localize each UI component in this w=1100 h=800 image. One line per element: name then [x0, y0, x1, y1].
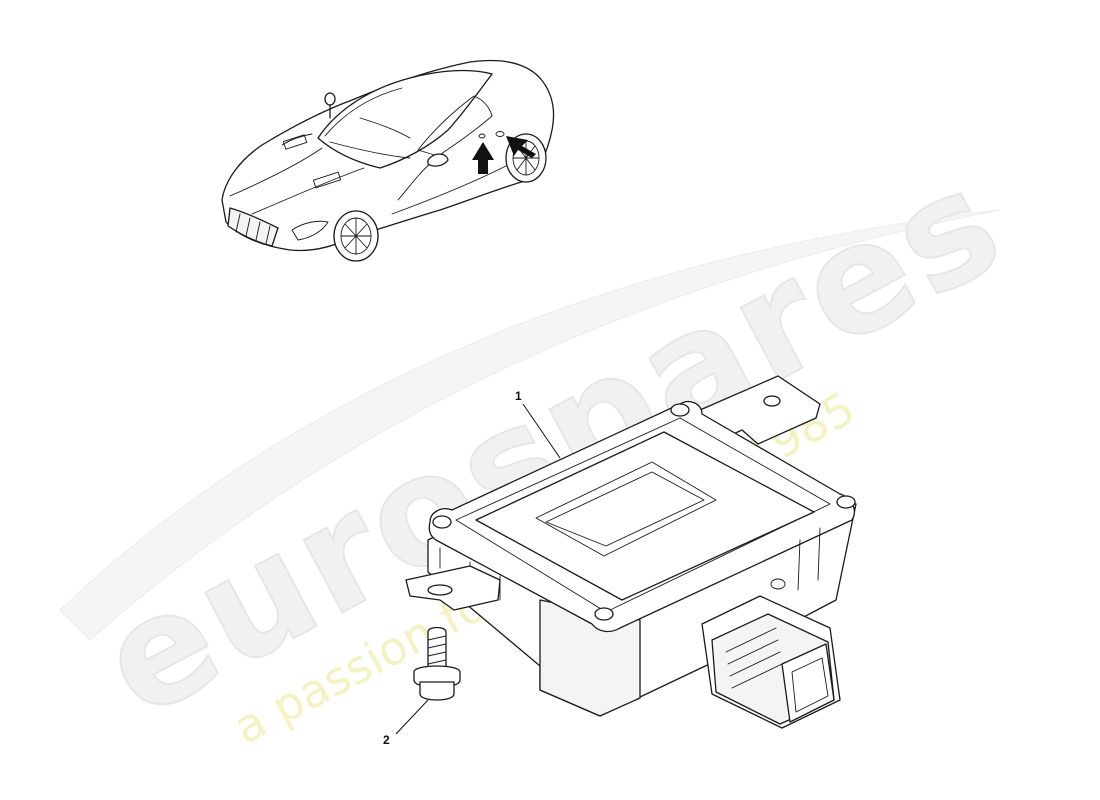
callout-label-2: 2 [383, 733, 390, 747]
bolt [413, 626, 461, 701]
callout-leader-2 [395, 699, 429, 735]
control-module [405, 375, 857, 729]
callout-label-1: 1 [515, 389, 522, 403]
car-overview-icon [221, 59, 555, 262]
watermark-swoosh [59, 209, 1001, 641]
location-arrow-icon [472, 142, 494, 174]
callout-leader-1 [522, 403, 561, 459]
location-arrow-icon [506, 136, 536, 158]
